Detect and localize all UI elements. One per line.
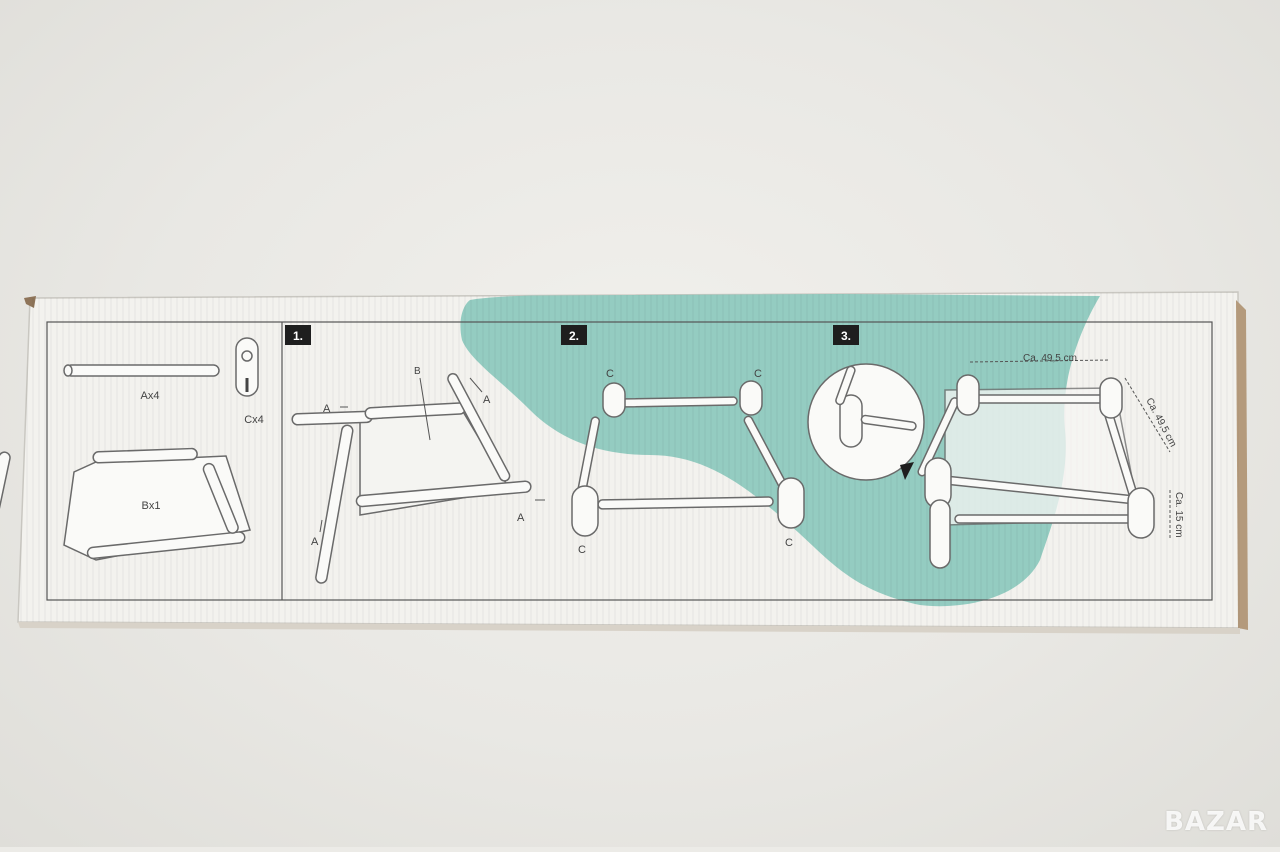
step1-label-a-bottom-left: A xyxy=(311,536,319,548)
parts-panel xyxy=(0,337,259,561)
step2-label-c-top-right: C xyxy=(754,368,762,380)
step2-label-c-bottom-left: C xyxy=(578,544,586,556)
watermark-logo: BAZAR xyxy=(1164,807,1268,837)
svg-text:2.: 2. xyxy=(569,329,579,343)
part-c-label: Cx4 xyxy=(244,414,264,426)
step-badge-1: 1. xyxy=(285,325,311,345)
step3-illustration xyxy=(807,359,1171,569)
step2-illustration xyxy=(571,380,805,537)
part-c-connector xyxy=(235,337,259,397)
svg-text:1.: 1. xyxy=(293,329,303,343)
zoom-detail xyxy=(807,363,925,481)
step1-label-a-bottom-right: A xyxy=(517,512,525,524)
step-badge-3: 3. xyxy=(833,325,859,345)
part-a-label: Ax4 xyxy=(141,390,160,402)
step-badge-2: 2. xyxy=(561,325,587,345)
step3-width-dimension: Ca. 49,5 cm xyxy=(1023,353,1077,364)
part-b-label: Bx1 xyxy=(142,500,161,512)
step2-label-c-top-left: C xyxy=(606,368,614,380)
step1-label-a-left: A xyxy=(323,403,331,415)
part-a-tube xyxy=(63,364,220,377)
step3-height-dimension: Ca. 15 cm xyxy=(1173,492,1184,538)
part-b-frame xyxy=(0,447,251,561)
step2-label-c-bottom-right: C xyxy=(785,537,793,549)
svg-text:3.: 3. xyxy=(841,329,851,343)
step1-label-a-top-right: A xyxy=(483,394,491,406)
step1-label-b: B xyxy=(414,366,421,377)
step1-illustration xyxy=(291,373,545,584)
